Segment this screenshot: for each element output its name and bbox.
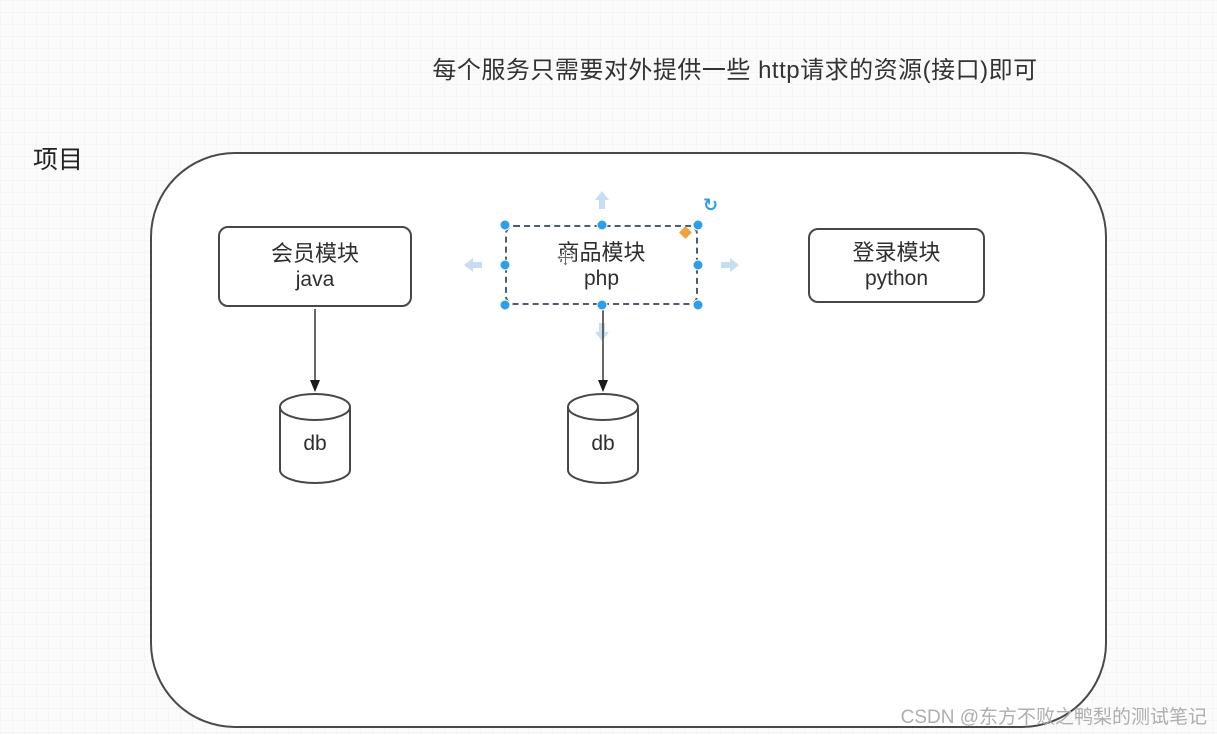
- module-box-product[interactable]: 商品模块 php: [505, 225, 698, 305]
- db-label: db: [591, 432, 615, 455]
- cylinder-icon: [567, 393, 639, 484]
- resize-handle-ne[interactable]: [692, 219, 704, 231]
- resize-handle-e[interactable]: [692, 259, 704, 271]
- project-label: 项目: [33, 146, 84, 174]
- db-cylinder-member[interactable]: db: [278, 392, 352, 486]
- resize-handle-n[interactable]: [596, 219, 608, 231]
- module-lang: php: [583, 266, 620, 290]
- cylinder-icon: [279, 393, 351, 484]
- db-label: db: [303, 432, 327, 455]
- resize-handle-se[interactable]: [692, 299, 704, 311]
- resize-handle-w[interactable]: [499, 259, 511, 271]
- move-cursor-icon: [557, 249, 574, 266]
- csdn-watermark: CSDN @东方不败之鸭梨的测试笔记: [900, 707, 1207, 728]
- module-box-login[interactable]: 登录模块 python: [808, 228, 985, 303]
- module-box-member[interactable]: 会员模块 java: [218, 226, 412, 307]
- db-cylinder-product[interactable]: db: [566, 392, 640, 486]
- rotate-icon[interactable]: ↻: [703, 195, 719, 215]
- module-name: 商品模块: [557, 239, 646, 265]
- module-name: 登录模块: [852, 240, 941, 265]
- resize-handle-s[interactable]: [596, 299, 608, 311]
- resize-handle-nw[interactable]: [499, 219, 511, 231]
- resize-handle-sw[interactable]: [499, 299, 511, 311]
- diagram-title: 每个服务只需要对外提供一些 http请求的资源(接口)即可: [432, 57, 1038, 84]
- module-name: 会员模块: [270, 241, 359, 266]
- module-lang: python: [864, 267, 929, 290]
- module-lang: java: [295, 268, 335, 291]
